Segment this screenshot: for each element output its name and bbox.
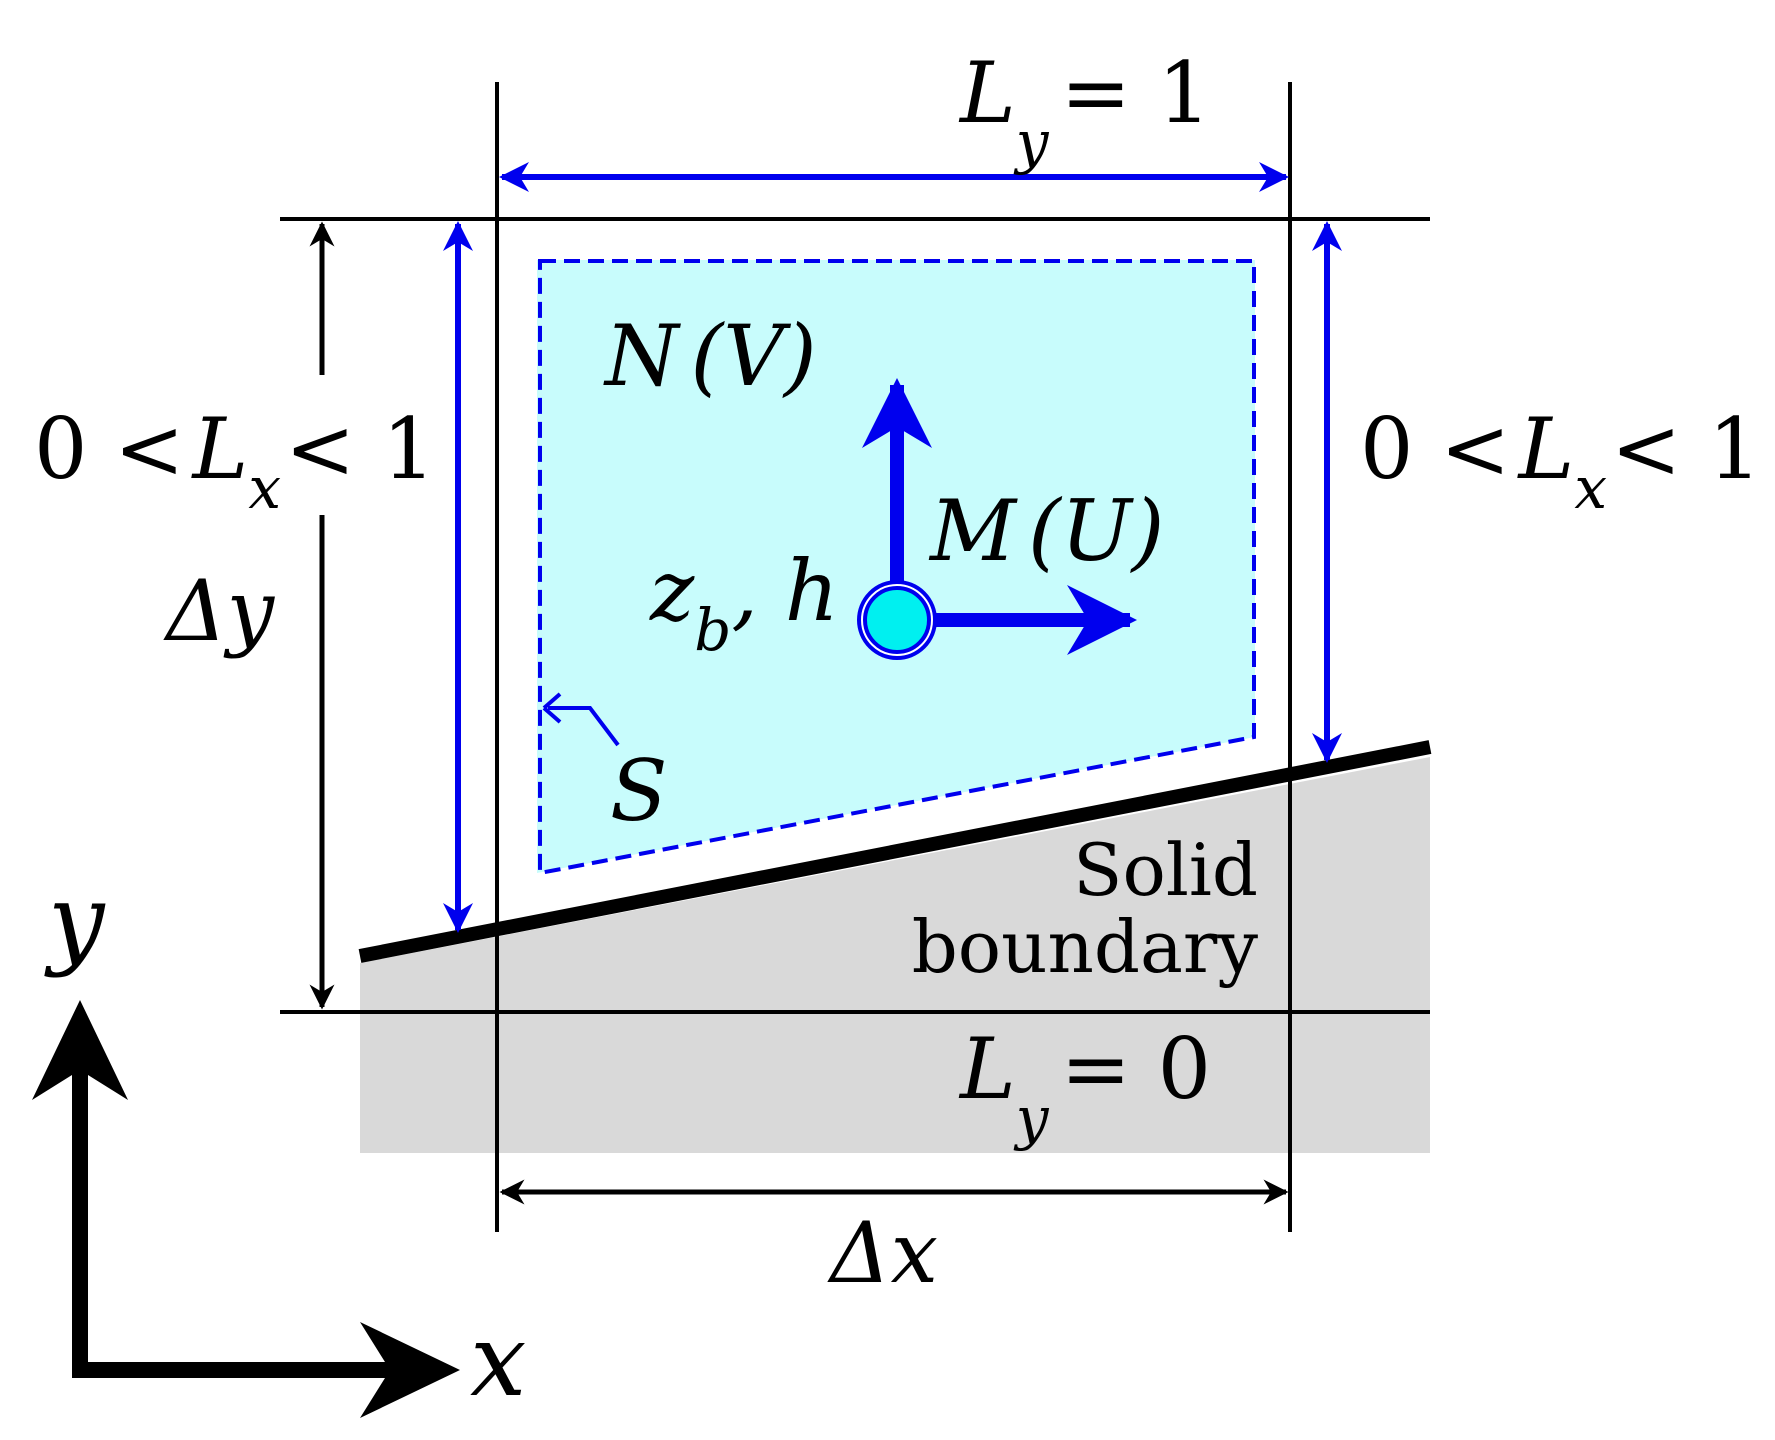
axis-y-arrowhead: [32, 1000, 128, 1100]
solid-region: [360, 757, 1430, 1153]
control-surface-s: [538, 259, 1256, 876]
m-u-label: M(U): [928, 482, 1164, 580]
node-point: [863, 586, 931, 654]
solid-label-line2: boundary: [912, 905, 1259, 989]
s-leader-line: [548, 706, 620, 747]
s-leader-arrow-b: [542, 706, 562, 724]
delta-y-label: Δy: [163, 562, 276, 660]
coordinate-axes: [72, 1040, 410, 1378]
lx-right-label: 0 <Lx< 1: [1360, 400, 1762, 522]
axis-x-label: x: [470, 1302, 526, 1419]
solid-boundary-line: [358, 740, 1432, 963]
solid-label-line1: Solid: [1073, 828, 1258, 912]
axis-y-label: y: [44, 862, 106, 979]
ly-bottom-label: Ly= 0: [958, 1020, 1211, 1152]
s-label: S: [610, 742, 668, 840]
ly-top-label: Ly= 1: [958, 44, 1211, 176]
s-leader-arrow-a: [542, 692, 562, 710]
lx-left-label: 0 <Lx< 1: [34, 400, 436, 522]
n-v-label: N(V): [603, 307, 817, 405]
zb-h-label: zb, h: [649, 542, 839, 664]
axis-x-arrowhead: [360, 1322, 460, 1418]
delta-x-label: Δx: [827, 1204, 938, 1302]
